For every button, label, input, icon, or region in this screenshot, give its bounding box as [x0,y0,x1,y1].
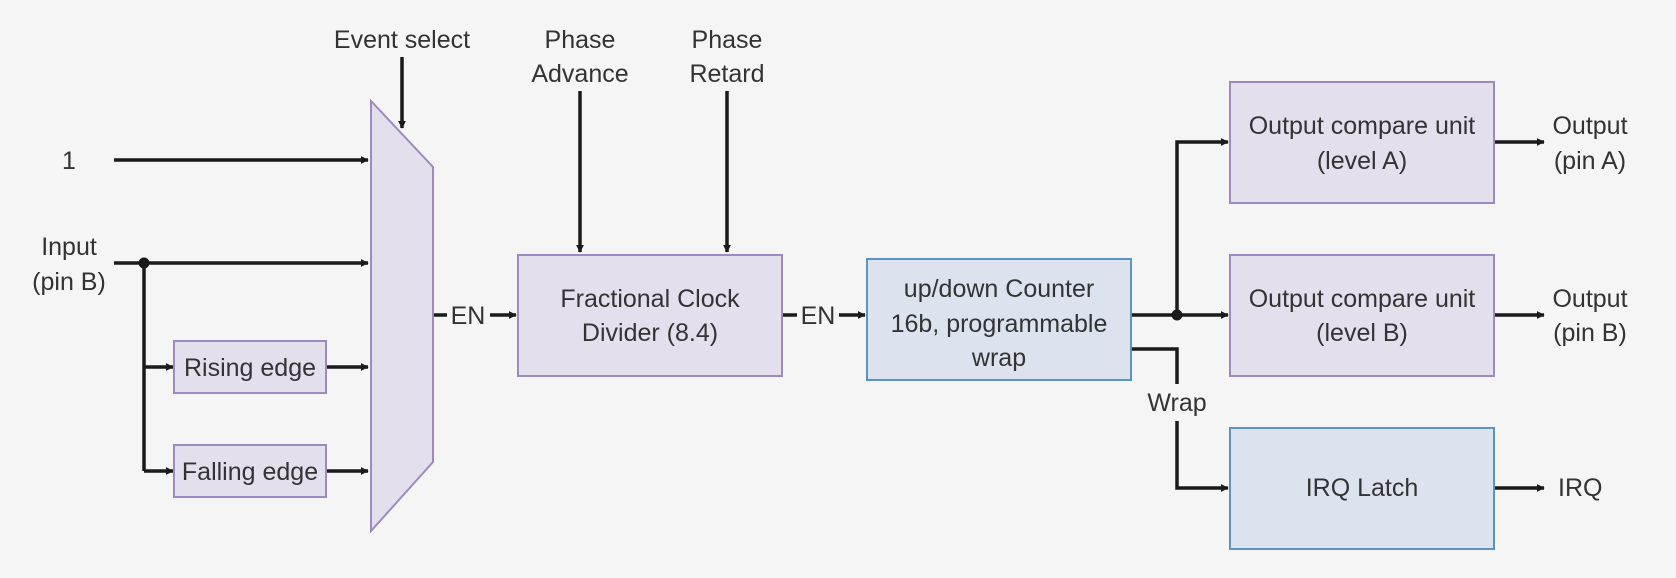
irq-latch-block [1229,427,1495,550]
output-a-label-line2: (pin A) [1554,147,1626,175]
clock-divider-label-line2: Divider (8.4) [582,319,718,347]
irq-latch-label: IRQ Latch [1306,474,1419,502]
compare-unit-a-label-line1: Output compare unit [1249,112,1476,140]
connections [114,57,1545,492]
compare-unit-b-label-line2: (level B) [1316,319,1408,347]
input-junction-dot [138,257,150,269]
clock-divider-label-line1: Fractional Clock [560,285,740,313]
compare-unit-b-block [1229,254,1495,377]
phase-advance-label-line2: Advance [531,60,628,88]
input-label-line1: Input [41,233,97,261]
input-label-line2: (pin B) [32,268,106,296]
falling-edge-block [173,444,327,498]
rising-edge-block [173,340,327,394]
compare-unit-b-label-line1: Output compare unit [1249,285,1476,313]
counter-label-line2: 16b, programmable [891,310,1108,338]
en-label-divider: EN [801,302,836,330]
output-b-label-line2: (pin B) [1553,319,1627,347]
phase-advance-label-line1: Phase [545,26,616,54]
counter-label-line3: wrap [971,344,1026,372]
phase-retard-label-line1: Phase [692,26,763,54]
falling-edge-label: Falling edge [182,458,318,486]
compare-unit-a-block [1229,81,1495,204]
constant-one-label: 1 [62,147,76,175]
wrap-irq-arrow [1175,421,1229,492]
wrap-label: Wrap [1147,389,1206,417]
output-b-label-line1: Output [1552,285,1627,313]
counter-block [866,258,1132,381]
clock-divider-block [517,254,783,377]
counter-junction-dot [1171,309,1183,321]
event-select-label: Event select [334,26,470,54]
counter-label-line1: up/down Counter [904,275,1094,303]
output-a-label-line1: Output [1552,112,1627,140]
counter-compare-a-arrow [1175,138,1229,315]
irq-output-label: IRQ [1558,474,1602,502]
compare-unit-a-label-line2: (level A) [1317,147,1407,175]
phase-retard-label-line2: Retard [689,60,764,88]
rising-edge-label: Rising edge [184,354,316,382]
event-multiplexer [370,98,434,534]
en-label-mux: EN [451,302,486,330]
wrap-line-top [1131,347,1179,384]
